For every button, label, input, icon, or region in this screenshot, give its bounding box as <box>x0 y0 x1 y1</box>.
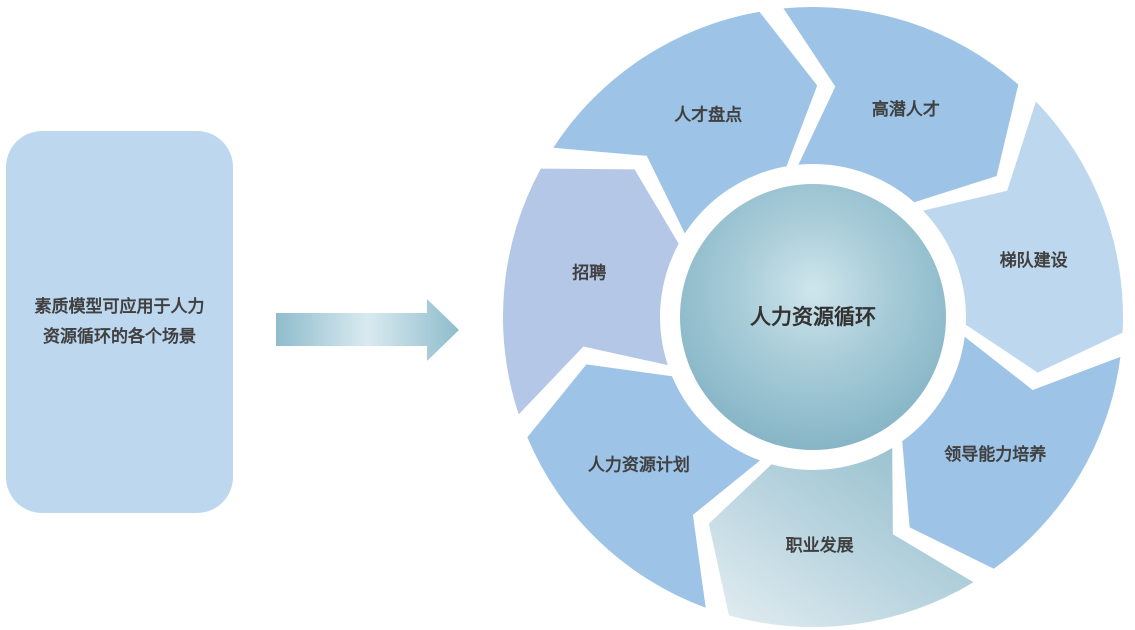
cycle-segment-label-6: 领导能力培养 <box>944 444 1047 465</box>
cycle-segment-label-1: 人力资源计划 <box>588 454 690 475</box>
cycle-segment-5 <box>923 101 1123 373</box>
cycle-segment-2 <box>502 168 679 415</box>
cycle-segment-label-5: 梯队建设 <box>1000 250 1068 271</box>
scenario-box: 素质模型可应用于人力 资源循环的各个场景 <box>6 131 233 513</box>
cycle-segment-3 <box>553 11 818 234</box>
cycle-segment-label-7: 职业发展 <box>786 535 854 556</box>
cycle-segment-label-2: 招聘 <box>572 263 606 284</box>
scenario-text: 素质模型可应用于人力 资源循环的各个场景 <box>35 292 205 352</box>
scenario-text-line2: 资源循环的各个场景 <box>43 327 196 347</box>
right-arrow-shape <box>276 299 459 361</box>
cycle-segment-label-4: 高潜人才 <box>872 99 940 120</box>
cycle-segment-4 <box>783 6 1019 203</box>
cycle-hub-label: 人力资源循环 <box>750 305 876 329</box>
cycle-segment-label-3: 人才盘点 <box>674 105 742 126</box>
cycle-segment-1 <box>527 364 760 608</box>
scenario-text-line1: 素质模型可应用于人力 <box>34 297 205 317</box>
cycle-segment-7 <box>708 447 974 628</box>
cycle-segment-6 <box>902 336 1121 569</box>
cycle-hub <box>680 184 946 450</box>
cycle-segments <box>502 6 1123 628</box>
